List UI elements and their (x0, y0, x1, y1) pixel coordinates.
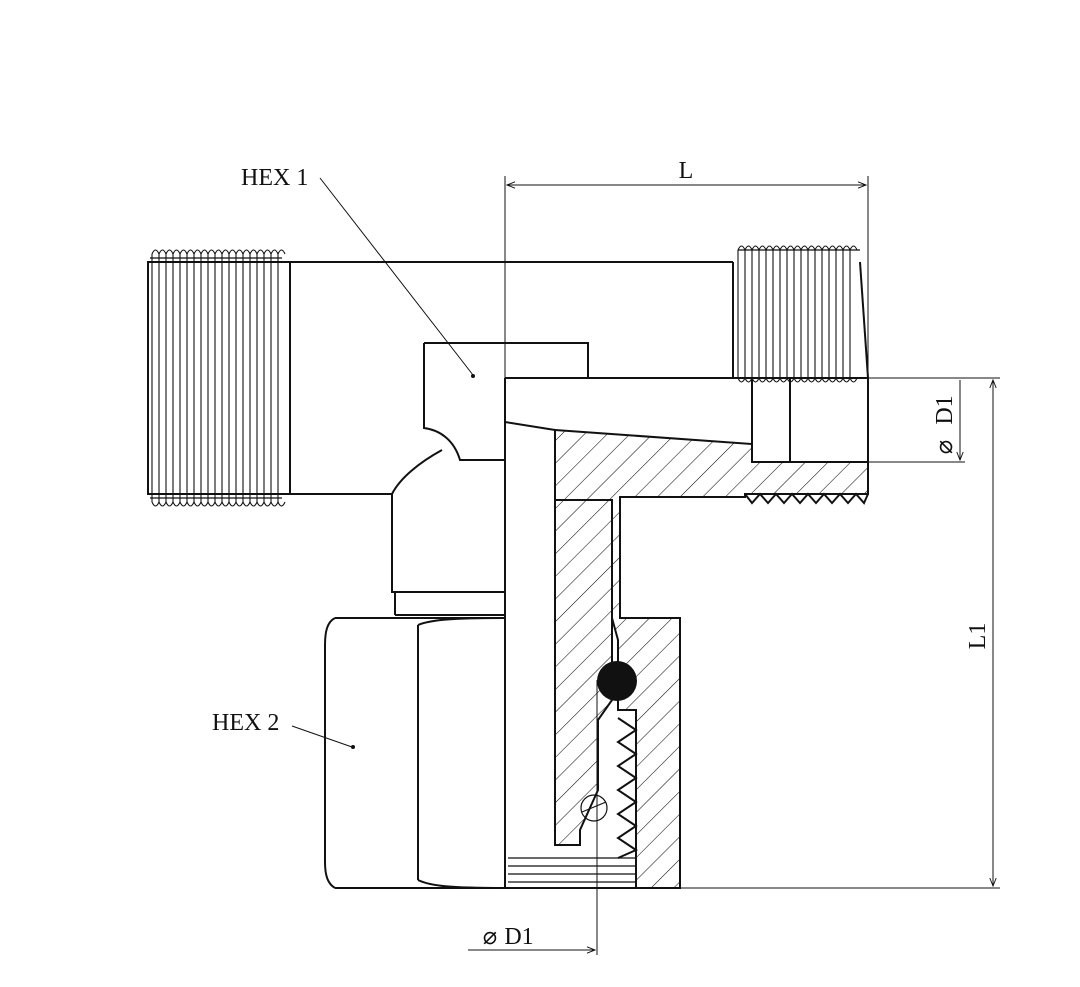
thread-crest (758, 245, 767, 383)
thread-crest (172, 249, 181, 507)
dimension-L1-label: L1 (965, 623, 991, 650)
thread-crest (151, 249, 160, 507)
dimension-L: L (504, 158, 869, 378)
dimension-L1: L1 (680, 377, 1000, 889)
thread-crest (270, 249, 279, 507)
thread-crest (835, 245, 844, 383)
thread-crest (786, 245, 795, 383)
o-ring (597, 661, 637, 701)
left-thread-end (147, 249, 291, 507)
thread-crest (800, 245, 809, 383)
thread-crest (242, 249, 251, 507)
thread-crest (842, 245, 851, 383)
dimension-D1-bottom-label: D1 (504, 924, 533, 950)
thread-crest (158, 249, 167, 507)
left-thread-lines (151, 249, 286, 507)
section-view (504, 377, 869, 889)
thread-crest (765, 245, 774, 383)
hex1-callout: HEX 1 (241, 165, 475, 378)
thread-crest (849, 245, 858, 383)
right-thread-lines (737, 245, 858, 383)
thread-crest (821, 245, 830, 383)
thread-crest (200, 249, 209, 507)
right-thread-end (732, 245, 869, 383)
hex2-callout: HEX 2 (212, 710, 355, 749)
dimension-D1-right: ⌀ D1 (868, 380, 965, 463)
thread-crest (207, 249, 216, 507)
thread-crest (235, 249, 244, 507)
internal-thread-detail (580, 680, 639, 955)
thread-crest (256, 249, 265, 507)
thread-crest (214, 249, 223, 507)
thread-crest (263, 249, 272, 507)
dimension-D1-bottom: ⌀ D1 (468, 924, 595, 950)
dimension-D1-bottom-symbol: ⌀ (483, 924, 497, 950)
thread-crest (179, 249, 188, 507)
dimension-D1-right-symbol: ⌀ (932, 440, 958, 454)
thread-crest (249, 249, 258, 507)
dimension-D1-right-label: D1 (932, 395, 958, 424)
thread-crest (193, 249, 202, 507)
thread-crest (228, 249, 237, 507)
thread-crest (737, 245, 746, 383)
tee-body (290, 261, 733, 616)
thread-crest (165, 249, 174, 507)
thread-crest (828, 245, 837, 383)
hex2-body (324, 617, 506, 889)
thread-crest (744, 245, 753, 383)
thread-crest (779, 245, 788, 383)
thread-crest (186, 249, 195, 507)
hex1-label: HEX 1 (241, 165, 308, 191)
thread-crest (772, 245, 781, 383)
hex2-label: HEX 2 (212, 710, 279, 736)
hex1-body (423, 342, 589, 461)
thread-crest (221, 249, 230, 507)
thread-crest (807, 245, 816, 383)
thread-crest (277, 249, 286, 507)
thread-crest (751, 245, 760, 383)
dimension-L-label: L (679, 158, 694, 184)
thread-crest (793, 245, 802, 383)
thread-crest (814, 245, 823, 383)
